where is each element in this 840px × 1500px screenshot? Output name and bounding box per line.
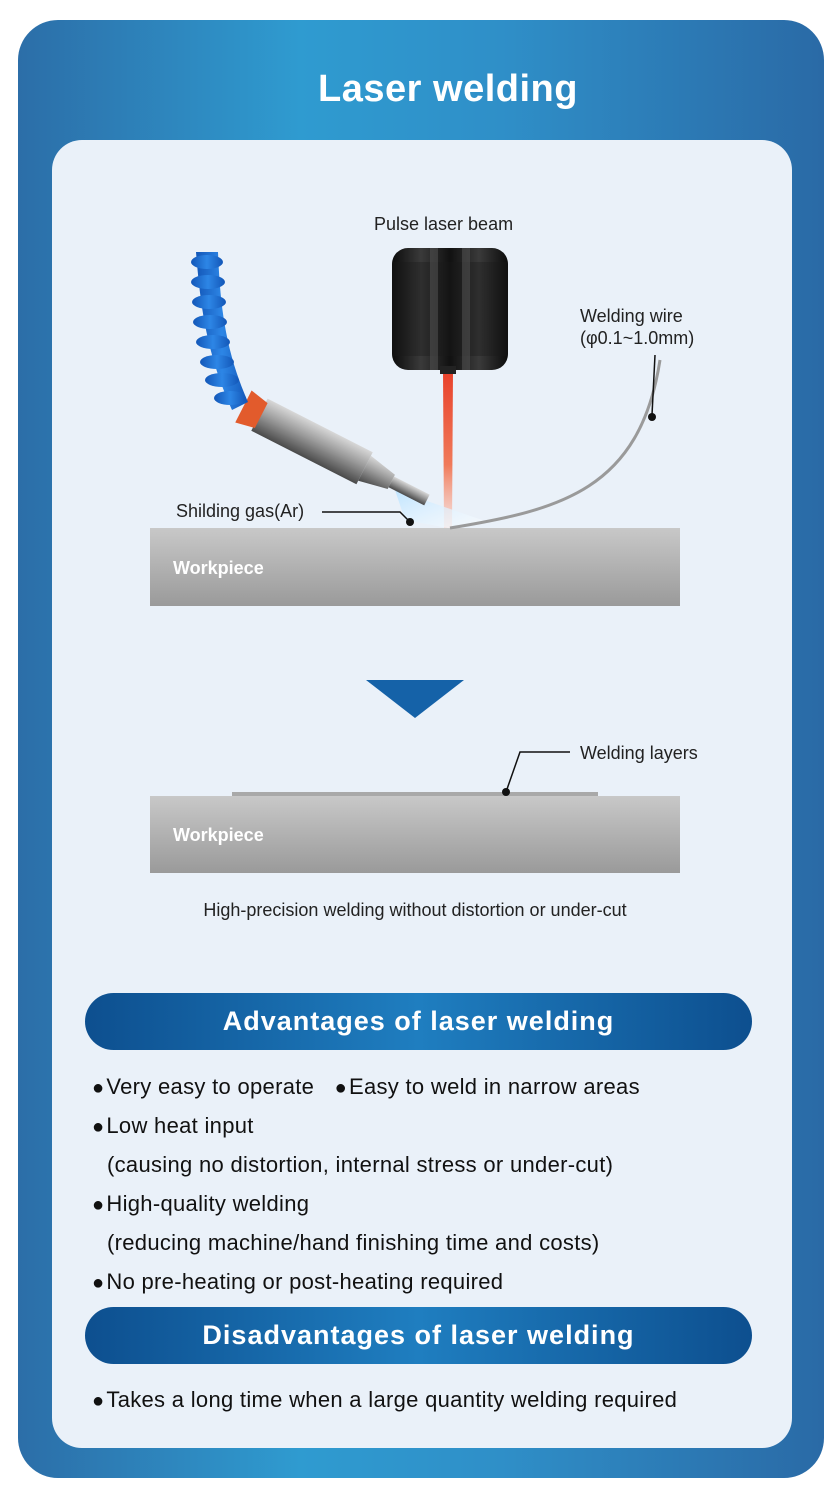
disadvantage-item: ●Takes a long time when a large quantity…: [92, 1387, 678, 1412]
wire-label: Welding wire: [580, 306, 683, 326]
advantage-detail: (causing no distortion, internal stress …: [107, 1152, 614, 1177]
workpiece-bottom: [150, 796, 680, 873]
hose-icon: [191, 252, 248, 410]
page-title: Laser welding: [318, 68, 578, 110]
advantage-detail: (reducing machine/hand finishing time an…: [107, 1230, 600, 1255]
bullet-icon: ●: [92, 1390, 105, 1412]
layers-label: Welding layers: [580, 743, 698, 763]
laser-beam: [443, 370, 453, 528]
bullet-icon: ●: [92, 1272, 105, 1294]
bullet-icon: ●: [92, 1077, 105, 1099]
advantage-item: ●No pre-heating or post-heating required: [92, 1269, 504, 1294]
advantage-item: ●High-quality welding: [92, 1191, 310, 1216]
advantage-item: ●Low heat input: [92, 1113, 254, 1138]
laser-head-icon: [392, 248, 508, 374]
beam-label: Pulse laser beam: [374, 214, 514, 234]
bullet-icon: ●: [92, 1194, 105, 1216]
wire-spec-label: (φ0.1~1.0mm): [580, 328, 695, 348]
down-arrow-icon: [366, 680, 464, 718]
bullet-icon: ●: [92, 1116, 105, 1138]
weld-layer: [232, 792, 598, 796]
disadvantages-heading: Disadvantages of laser welding: [85, 1307, 752, 1364]
workpiece-top: [150, 528, 680, 606]
bullet-icon: ●: [334, 1077, 347, 1099]
torch-icon: [235, 390, 430, 506]
advantage-item: ●Very easy to operate ●Easy to weld in n…: [92, 1074, 640, 1099]
workpiece-label-bottom: Workpiece: [173, 825, 264, 845]
advantages-heading: Advantages of laser welding: [85, 993, 752, 1050]
diagram-caption: High-precision welding without distortio…: [203, 900, 627, 920]
gas-label: Shilding gas(Ar): [176, 501, 305, 521]
welding-wire: [449, 359, 662, 530]
workpiece-label-top: Workpiece: [173, 558, 264, 578]
